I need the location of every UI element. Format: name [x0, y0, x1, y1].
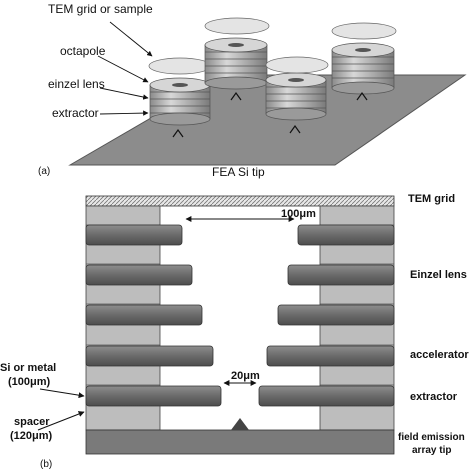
- emitter-tip: [231, 418, 249, 430]
- label-accelerator: accelerator: [410, 349, 469, 361]
- panel-tag-b: (b): [40, 459, 53, 470]
- dimension-label-top: 100μm: [281, 208, 316, 220]
- leader-einzel: [99, 87, 149, 100]
- label-array-tip: array tip: [412, 445, 452, 456]
- electrode-bar: [258, 385, 395, 407]
- label-extractor-b: extractor: [410, 391, 458, 403]
- lens-stack: [331, 22, 397, 101]
- leader-spacer: [37, 411, 85, 431]
- leader-tem-grid: [109, 21, 153, 57]
- panel-tag-a: (a): [38, 166, 51, 177]
- label-tem-grid: TEM grid: [408, 193, 456, 205]
- panel-a: [68, 17, 467, 166]
- label-spacer: spacer: [14, 416, 50, 428]
- label-si-metal-size: (100μm): [8, 376, 51, 388]
- label-einzel-lens: einzel lens: [48, 77, 105, 91]
- panel-b: [37, 195, 395, 455]
- leader-si-metal: [39, 388, 85, 399]
- label-si-metal: Si or metal: [0, 362, 57, 374]
- label-fea-si-tip: FEA Si tip: [212, 165, 265, 179]
- electrode-bar: [277, 304, 395, 326]
- electrode-bar: [85, 385, 222, 407]
- label-spacer-size: (120μm): [10, 430, 53, 442]
- leader-extractor: [99, 110, 149, 116]
- label-einzel-lens-b: Einzel lens: [410, 269, 467, 281]
- lens-stack: [265, 56, 329, 134]
- lens-stack: [204, 17, 270, 101]
- electrode-bar: [85, 345, 214, 367]
- lens-stack: [148, 57, 212, 138]
- label-tem-grid-sample: TEM grid or sample: [48, 2, 153, 16]
- leader-octapole: [97, 55, 149, 83]
- tem-grid-strip: [85, 195, 395, 207]
- electrode-bar: [85, 264, 193, 286]
- electrode-bar: [85, 304, 203, 326]
- electrode-bar: [266, 345, 395, 367]
- substrate: [85, 429, 395, 455]
- label-extractor: extractor: [52, 106, 99, 120]
- label-octapole: octapole: [60, 44, 106, 58]
- label-field-emission: field emission: [398, 432, 465, 443]
- dimension-label-bottom: 20μm: [231, 370, 260, 382]
- electrode-bar: [85, 224, 183, 246]
- electrode-bar: [297, 224, 395, 246]
- electrode-bar: [287, 264, 395, 286]
